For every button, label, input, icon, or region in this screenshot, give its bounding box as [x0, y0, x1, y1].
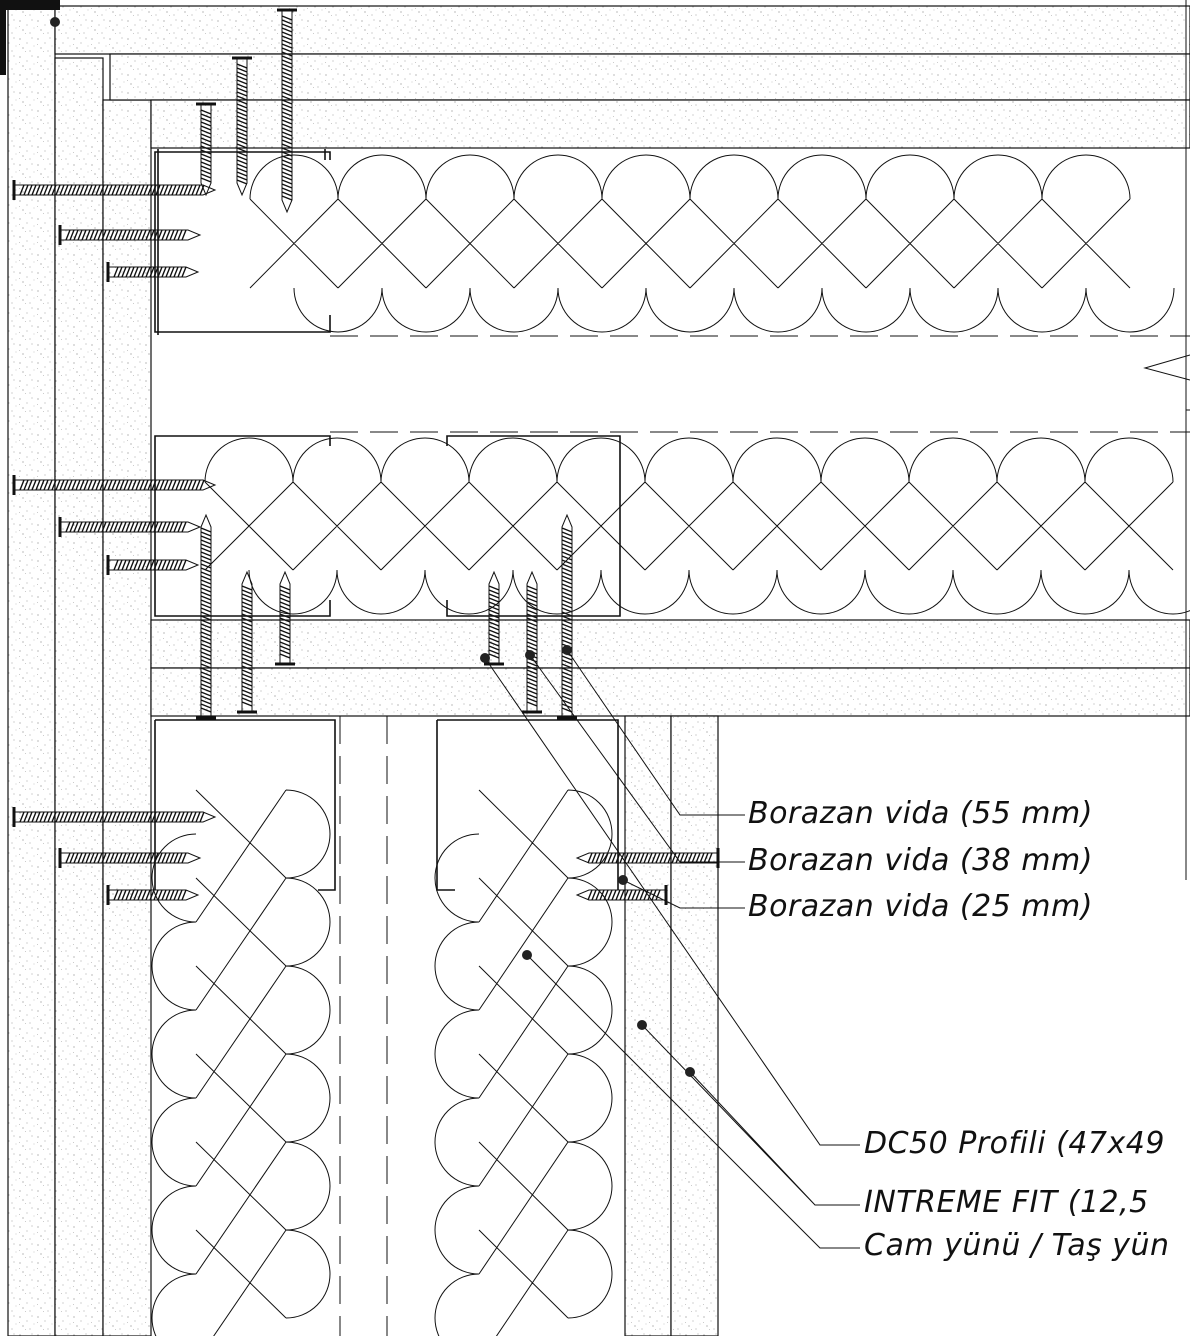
right-board-2 — [670, 715, 719, 1336]
screw — [58, 225, 202, 245]
screw — [12, 180, 217, 200]
cavities — [152, 149, 1190, 1336]
profile-top-left — [154, 149, 331, 335]
boards — [7, 0, 1190, 1336]
top-board-1 — [54, 5, 1190, 55]
screw — [237, 570, 257, 714]
screw — [232, 56, 252, 197]
profile-bottom-right — [436, 719, 619, 891]
label-profile: DC50 Profili (47x49 — [864, 1126, 1165, 1161]
screw — [575, 848, 720, 868]
screw — [275, 570, 295, 666]
leader-dots — [50, 17, 695, 1077]
screw — [196, 102, 216, 197]
screws — [12, 8, 720, 905]
top-board-3 — [150, 99, 1190, 149]
label-screw-25: Borazan vida (25 mm) — [748, 889, 1093, 924]
insulation-left-vertical — [151, 789, 331, 1336]
insulation-top — [249, 154, 1175, 333]
left-board-inner — [54, 57, 104, 1336]
label-board: INTREME FIT (12,5 — [864, 1185, 1149, 1220]
cavity-lines — [150, 0, 1190, 1336]
screw — [106, 555, 200, 575]
screw — [12, 475, 217, 495]
mid-board-2 — [150, 667, 1190, 717]
profile-mid-left — [154, 435, 331, 617]
leader-lines — [484, 649, 860, 1249]
dashed-lines — [330, 335, 1190, 1336]
corner-mark — [0, 0, 60, 75]
screw — [58, 848, 202, 868]
profile-mid-right — [446, 435, 621, 617]
screw — [575, 885, 668, 905]
screw — [196, 513, 216, 720]
mid-board-1 — [150, 619, 1190, 669]
left-board-outer — [7, 0, 56, 1336]
leader-insulation — [526, 954, 860, 1249]
screw — [522, 570, 542, 714]
screw — [12, 807, 217, 827]
left-board-third — [102, 99, 152, 1336]
leader-screw-25 — [622, 879, 745, 909]
screw — [106, 262, 200, 282]
leader-profile — [484, 657, 860, 1146]
insulation-right-vertical — [434, 789, 613, 1336]
screw — [557, 513, 577, 720]
screw — [484, 570, 504, 666]
label-insulation: Cam yünü / Taş yün — [864, 1228, 1170, 1263]
right-board-1 — [624, 715, 672, 1336]
screw — [277, 8, 297, 214]
label-screw-38: Borazan vida (38 mm) — [748, 843, 1093, 878]
screw — [58, 517, 202, 537]
label-screw-55: Borazan vida (55 mm) — [748, 796, 1093, 831]
screw — [106, 885, 200, 905]
leader-screw-55 — [566, 649, 745, 816]
profiles — [154, 149, 621, 891]
insulation-mid — [204, 437, 1190, 615]
leader-board — [641, 1024, 860, 1206]
top-board-2 — [109, 53, 1190, 101]
leader-screw-38 — [529, 654, 745, 863]
